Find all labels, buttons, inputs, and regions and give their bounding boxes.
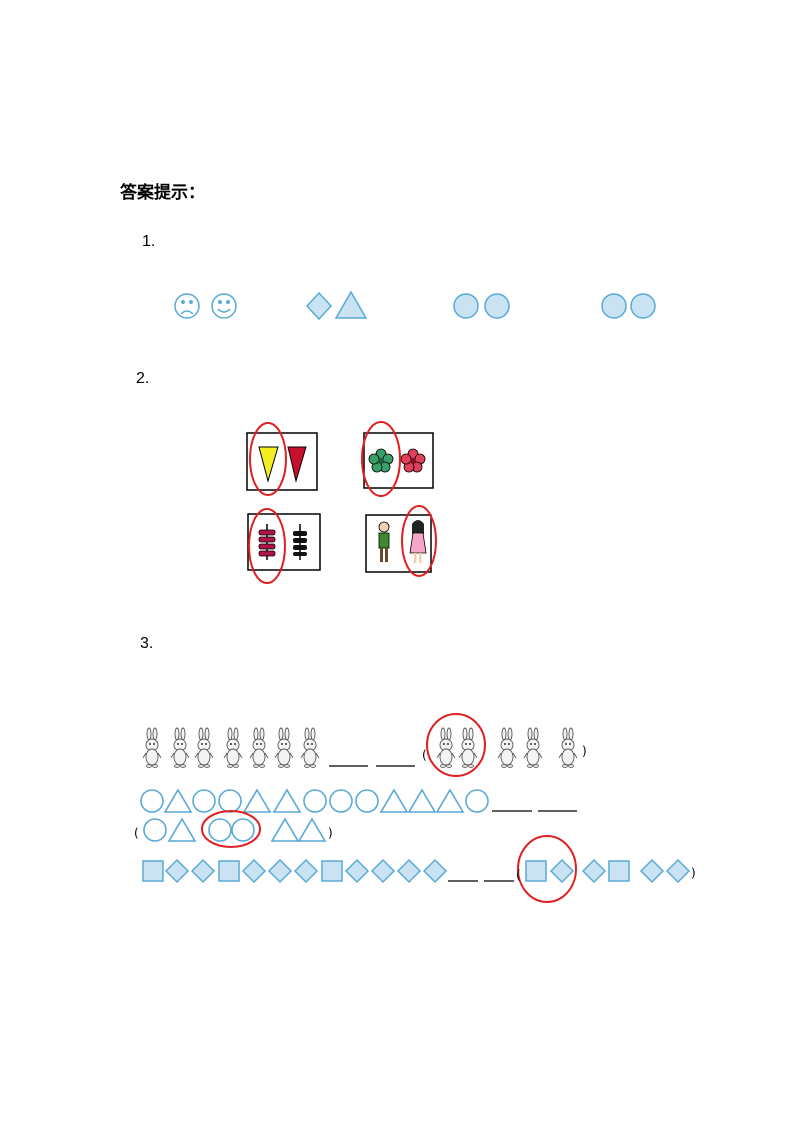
paren-open: ( <box>134 826 139 840</box>
triangle-icon <box>163 788 193 813</box>
question-number-3: 3. <box>140 635 154 652</box>
triangle-icon <box>297 817 327 842</box>
diamond-icon <box>241 858 267 884</box>
circle-icon <box>192 789 216 813</box>
circle-icon <box>453 293 479 319</box>
answer-circle <box>249 422 287 496</box>
paren-open: ( <box>516 868 521 882</box>
circle-icon <box>601 293 627 319</box>
triangle-icon <box>435 788 465 813</box>
square-icon <box>218 860 240 882</box>
square-icon <box>142 860 164 882</box>
triangle-icon <box>272 788 302 813</box>
yellow-cone-icon <box>258 446 279 483</box>
q2-boxes <box>246 421 437 584</box>
triangle-icon <box>242 788 272 813</box>
paren-close: ) <box>691 866 696 880</box>
pink-lantern-icon <box>258 524 276 560</box>
circle-icon <box>208 818 232 842</box>
girl-icon <box>409 520 427 563</box>
answer-circle <box>248 508 286 584</box>
diamond-icon <box>190 858 216 884</box>
circle-icon <box>303 789 327 813</box>
paren-close: ) <box>328 826 333 840</box>
circle-icon <box>484 293 510 319</box>
q3-row1 <box>142 713 578 777</box>
diamond-icon <box>344 858 370 884</box>
square-icon <box>525 860 547 882</box>
page-title: 答案提示： <box>120 183 205 203</box>
diamond-icon <box>639 858 665 884</box>
question-number-1: 1. <box>142 233 156 250</box>
circle-icon <box>329 789 353 813</box>
answer-circle <box>201 810 261 848</box>
q3-row2 <box>140 788 577 848</box>
answer-circle <box>401 505 437 577</box>
lanterns-box <box>247 508 321 584</box>
black-lantern-icon <box>293 524 307 560</box>
triangle-icon <box>379 788 409 813</box>
green-flower-icon <box>368 448 394 473</box>
paren-close: ) <box>582 744 587 758</box>
square-icon <box>321 860 343 882</box>
q1-shapes <box>174 290 666 324</box>
diamond-icon <box>549 858 575 884</box>
diamond-icon <box>164 858 190 884</box>
answer-circle <box>426 713 486 777</box>
diamond-icon <box>293 858 319 884</box>
sad-face-icon <box>174 293 200 319</box>
circle-icon <box>143 818 167 842</box>
paren-open: ( <box>422 748 427 762</box>
answer-circle <box>361 421 401 497</box>
diamond-icon <box>665 858 691 884</box>
square-icon <box>608 860 630 882</box>
cones-box <box>246 422 318 496</box>
boy-icon <box>378 521 390 562</box>
circle-icon <box>140 789 164 813</box>
diamond-icon <box>422 858 448 884</box>
diamond-icon <box>581 858 607 884</box>
flowers-box <box>361 421 434 497</box>
red-cone-icon <box>287 446 307 483</box>
diamond-icon <box>396 858 422 884</box>
triangle-icon <box>167 817 197 842</box>
triangle-icon <box>407 788 437 813</box>
answer-circle <box>517 835 577 903</box>
circle-icon <box>231 818 255 842</box>
triangle-icon <box>334 290 368 319</box>
diamond-icon <box>267 858 293 884</box>
q3-row3 <box>142 835 691 903</box>
smile-face-icon <box>211 293 237 319</box>
question-number-2: 2. <box>136 370 150 387</box>
circle-icon <box>630 293 656 319</box>
red-flower-icon <box>400 448 426 473</box>
circle-icon <box>355 789 379 813</box>
diamond-icon <box>305 291 333 321</box>
diamond-icon <box>370 858 396 884</box>
triangle-icon <box>270 817 300 842</box>
circle-icon <box>465 789 489 813</box>
children-box <box>365 505 437 577</box>
